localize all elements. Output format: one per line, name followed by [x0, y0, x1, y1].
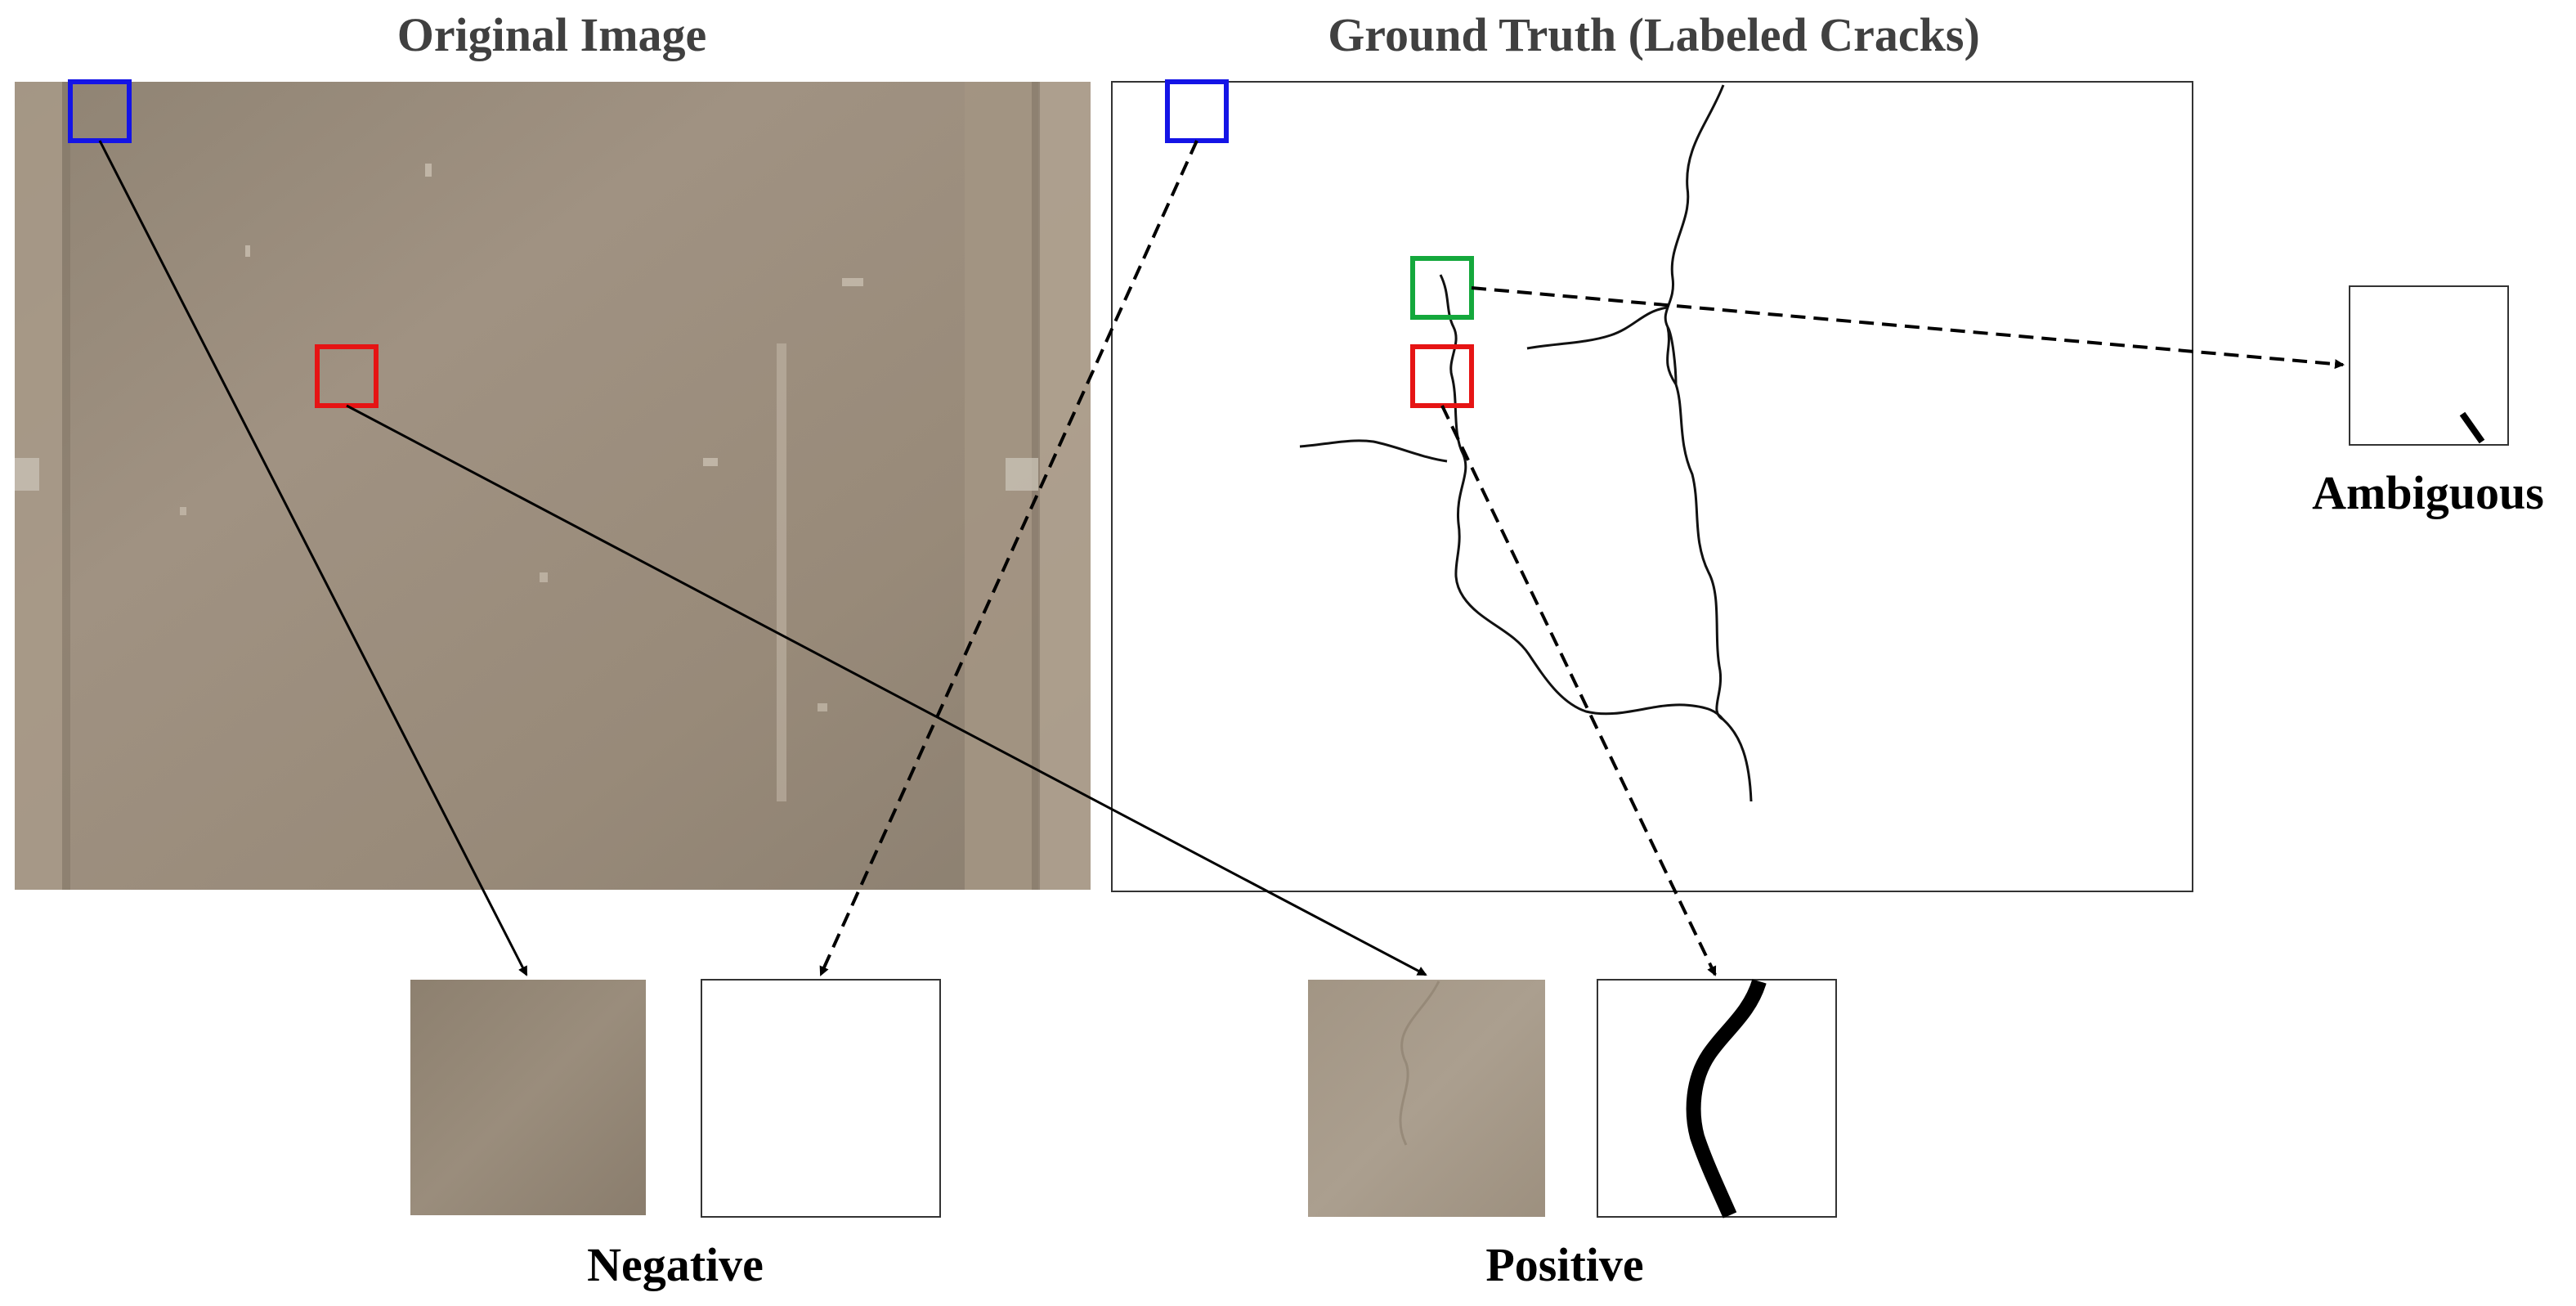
ambiguous-label-crack: [2459, 411, 2485, 444]
original-image-title: Original Image: [397, 8, 707, 61]
labeled-cracks: [1299, 84, 1753, 802]
positive-image-arrow: [346, 404, 1427, 976]
positive-label-crack: [1686, 979, 1767, 1218]
negative-label-patch: [701, 979, 941, 1218]
ambiguous-label-arrow: [1471, 286, 2345, 370]
original-concrete-image: [15, 82, 1091, 890]
ground-truth-title: Ground Truth (Labeled Cracks): [1328, 8, 1980, 61]
negative-image-patch: [410, 980, 646, 1215]
negative-label: Negative: [587, 1238, 764, 1291]
negative-label-arrow: [819, 140, 1198, 976]
positive-label: Positive: [1485, 1238, 1643, 1291]
negative-image-arrow: [98, 140, 528, 976]
positive-image-patch-crack-hint: [1399, 981, 1440, 1146]
ambiguous-label: Ambiguous: [2312, 466, 2544, 519]
ambiguous-label-patch: [2349, 285, 2509, 446]
positive-image-patch: [1308, 980, 1545, 1217]
positive-label-arrow: [1440, 405, 1717, 976]
ground-truth-panel: [1111, 81, 2193, 892]
